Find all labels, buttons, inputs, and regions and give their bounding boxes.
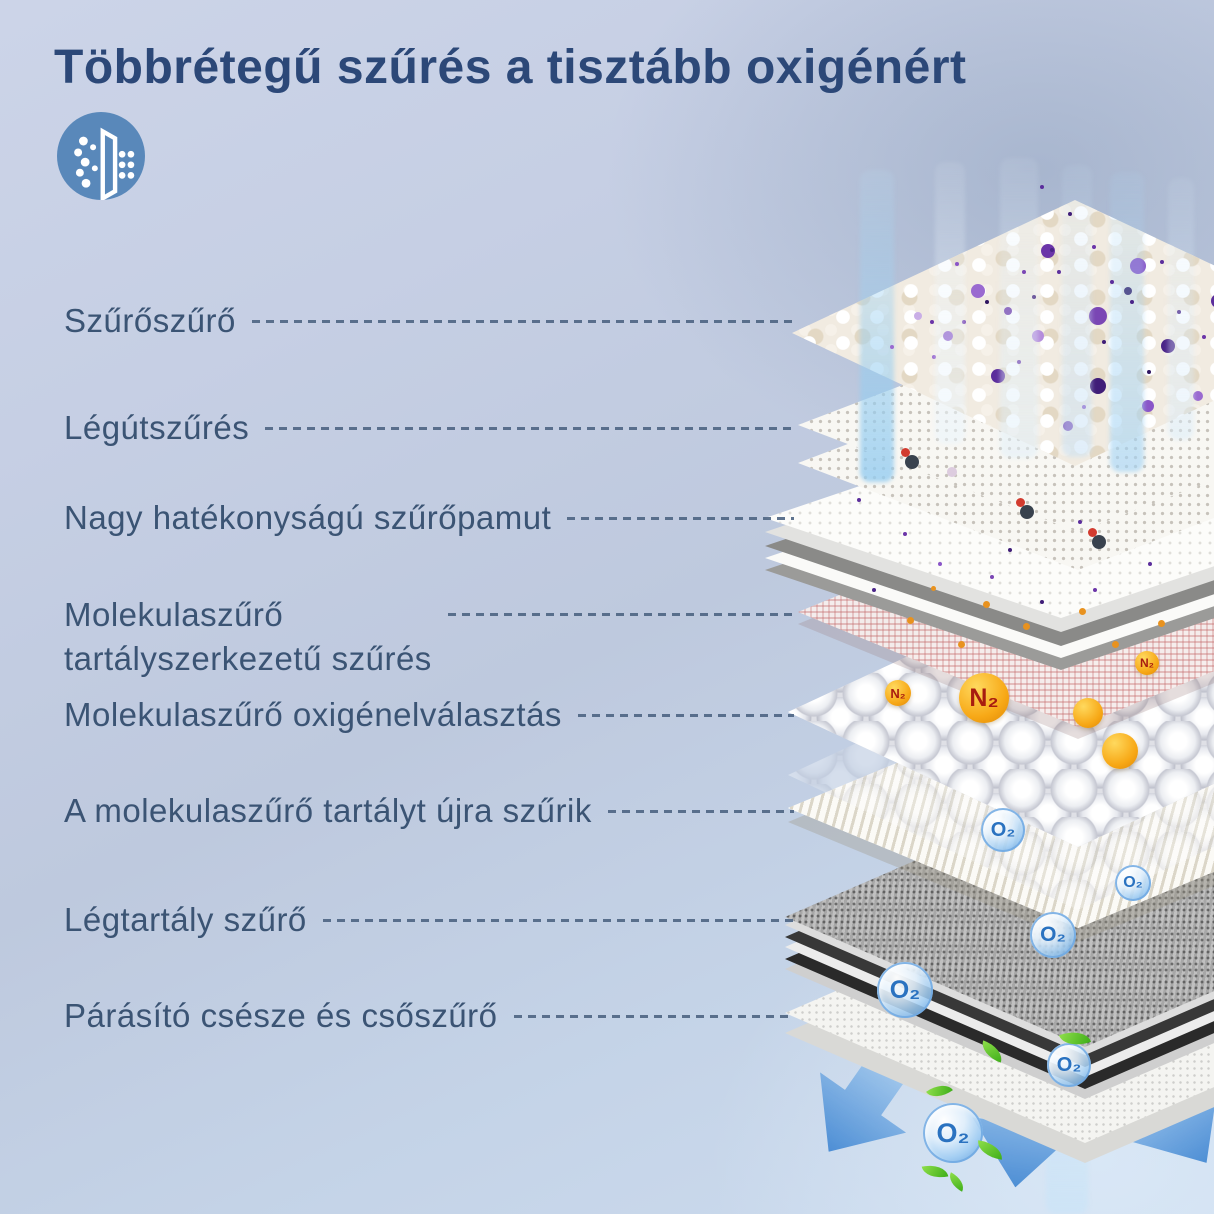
n2-molecule-badge: N₂ xyxy=(1135,651,1159,675)
label-text: Molekulaszűrő oxigénelválasztás xyxy=(64,696,562,733)
connector-line xyxy=(513,1014,794,1018)
molecule-icon xyxy=(901,448,919,469)
label-text: tartályszerkezetű szűrés xyxy=(64,640,432,677)
label-row-oxigenelvalasztas: Molekulaszűrő oxigénelválasztás xyxy=(64,693,794,737)
connector-line xyxy=(322,918,794,922)
o2-label: O₂ xyxy=(990,818,1016,841)
molecule-icon xyxy=(1088,528,1106,549)
label-text: A molekulaszűrő tartályt újra szűrik xyxy=(64,792,592,829)
o2-label: O₂ xyxy=(1040,923,1066,946)
label-row-legutszures: Légútszűrés xyxy=(64,406,794,450)
n2-molecule-ball xyxy=(1073,698,1103,728)
label-text: Légtartály szűrő xyxy=(64,901,307,938)
layer-label: Molekulaszűrő tartályszerkezetű szűrés xyxy=(64,593,432,681)
o2-label: O₂ xyxy=(889,975,921,1004)
label-text: Szűrőszűrő xyxy=(64,302,236,339)
filter-particles-svg xyxy=(57,112,145,203)
connector-line xyxy=(251,319,794,323)
layer-label: Szűrőszűrő xyxy=(64,299,236,343)
o2-bubble: O₂ xyxy=(1047,1043,1091,1087)
air-stream xyxy=(1110,172,1144,472)
connector-line xyxy=(577,713,794,717)
layer-label: Párásító csésze és csőszűrő xyxy=(64,994,498,1038)
layer-label: Légtartály szűrő xyxy=(64,898,307,942)
o2-bubble: O₂ xyxy=(1030,912,1076,958)
connector-line xyxy=(567,516,794,520)
connector-line xyxy=(607,809,794,813)
layer-label: A molekulaszűrő tartályt újra szűrik xyxy=(64,789,592,833)
layer-label: Nagy hatékonyságú szűrőpamut xyxy=(64,496,551,540)
leaf-icon xyxy=(921,1161,949,1182)
connector-line xyxy=(265,426,794,430)
o2-bubble: O₂ xyxy=(981,808,1025,852)
filter-particles-icon xyxy=(57,112,145,203)
label-row-szuropamut: Nagy hatékonyságú szűrőpamut xyxy=(64,496,794,540)
o2-label: O₂ xyxy=(1056,1053,1082,1076)
n2-label: N₂ xyxy=(969,683,999,712)
molecule-icon xyxy=(1016,498,1034,519)
air-stream xyxy=(1062,165,1092,457)
o2-label: O₂ xyxy=(936,1117,970,1148)
particle-specks xyxy=(792,200,796,204)
o2-bubble: O₂ xyxy=(877,962,933,1018)
n2-label: N₂ xyxy=(890,685,906,701)
page-title: Többrétegű szűrés a tisztább oxigénért xyxy=(54,41,967,94)
n2-molecule-ball xyxy=(1102,733,1138,769)
label-text: Nagy hatékonyságú szűrőpamut xyxy=(64,499,552,536)
label-row-parasito: Párásító csésze és csőszűrő xyxy=(64,994,794,1038)
o2-bubble: O₂ xyxy=(1115,865,1151,901)
layer-label: Légútszűrés xyxy=(64,406,249,450)
label-row-szuroszuro: Szűrőszűrő xyxy=(64,299,794,343)
n2-molecule-badge: N₂ xyxy=(885,680,911,706)
particle-dots xyxy=(792,200,804,212)
leaf-icon xyxy=(945,1172,968,1192)
o2-label: O₂ xyxy=(1123,874,1143,891)
label-row-tartalyszerkezet: Molekulaszűrő tartályszerkezetű szűrés xyxy=(64,593,794,681)
sievetank-dots xyxy=(0,0,7,7)
connector-line xyxy=(447,613,794,616)
label-text: Molekulaszűrő xyxy=(64,596,284,633)
label-row-ujra-szurik: A molekulaszűrő tartályt újra szűrik xyxy=(64,789,794,833)
layer-label: Molekulaszűrő oxigénelválasztás xyxy=(64,693,562,737)
air-stream xyxy=(860,170,894,482)
air-stream xyxy=(1168,178,1194,440)
air-stream xyxy=(1000,158,1038,458)
n2-molecule-badge: N₂ xyxy=(959,673,1009,723)
o2-bubble: O₂ xyxy=(923,1103,983,1163)
air-stream xyxy=(935,162,965,444)
label-row-legtartaly: Légtartály szűrő xyxy=(64,898,794,942)
label-text: Légútszűrés xyxy=(64,409,250,446)
label-text: Párásító csésze és csőszűrő xyxy=(64,997,498,1034)
n2-label: N₂ xyxy=(1140,656,1154,670)
